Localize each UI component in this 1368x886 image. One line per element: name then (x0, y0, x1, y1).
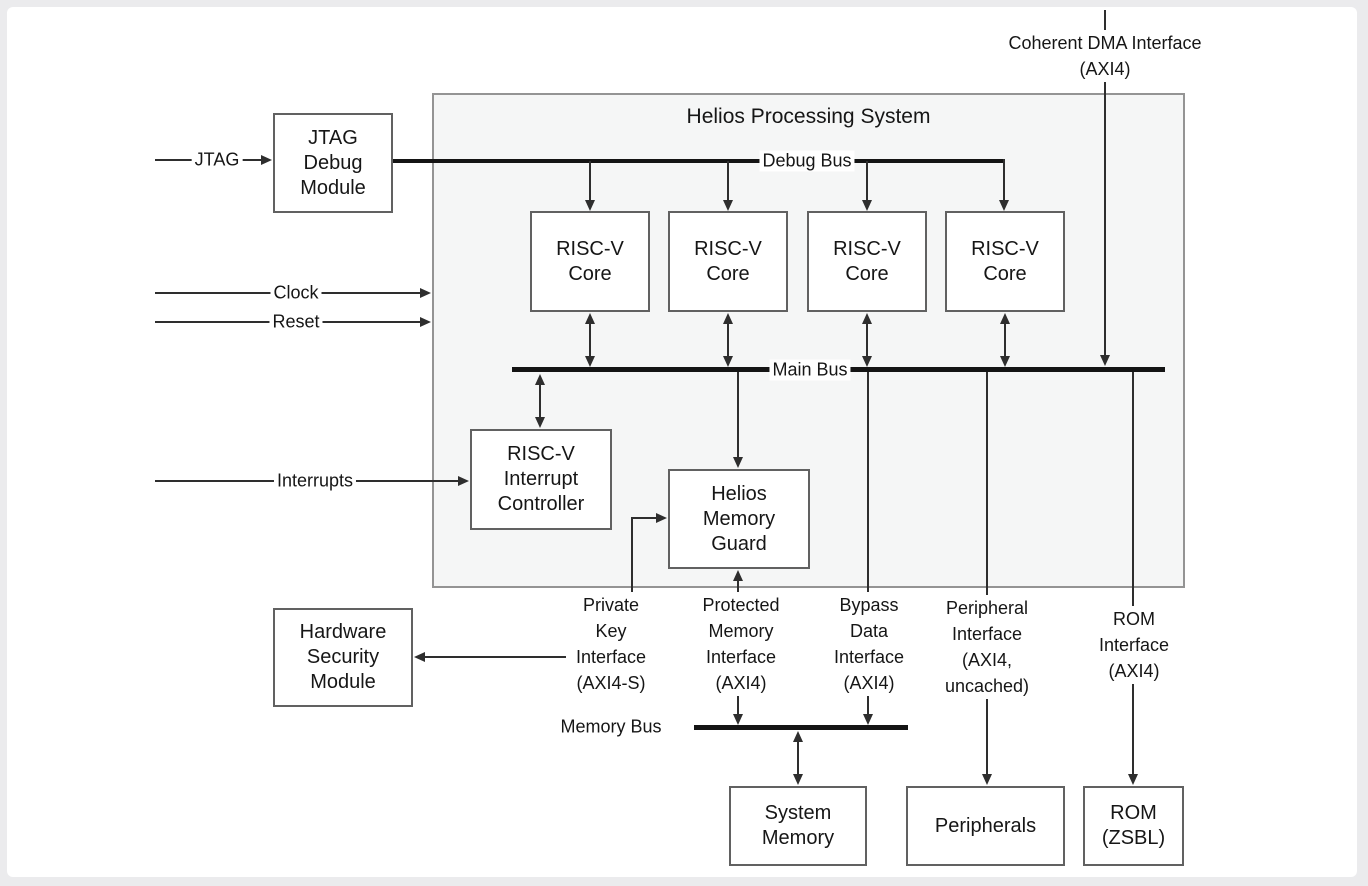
jtag-input-label: JTAG (191, 149, 243, 171)
jtag-arrowhead (261, 155, 272, 165)
core2-bus-link (727, 323, 729, 357)
private-key-line-horizontal (631, 517, 657, 519)
sysmem-bus-link (797, 741, 799, 775)
interrupts-arrowhead (458, 476, 469, 486)
debug-arrowhead-core2 (723, 200, 733, 211)
debug-bus-drop-core2 (727, 161, 729, 200)
bypass-data-arrowhead (863, 714, 873, 725)
protected-memory-arrow-down (733, 714, 743, 725)
bypass-data-interface-label: Bypass Data Interface (AXI4) (831, 592, 907, 696)
system-memory-box: System Memory (729, 786, 867, 866)
core3-bus-link (866, 323, 868, 357)
riscv-core-4-box: RISC-V Core (945, 211, 1065, 312)
bus-to-guard-arrowhead (733, 457, 743, 468)
debug-bus-line (393, 159, 1005, 163)
peripheral-interface-label: Peripheral Interface (AXI4, uncached) (942, 595, 1032, 699)
core1-bus-arrow-up (585, 313, 595, 324)
coherent-dma-arrowhead (1100, 355, 1110, 366)
core4-bus-link (1004, 323, 1006, 357)
protected-memory-interface-label: Protected Memory Interface (AXI4) (700, 592, 782, 696)
rom-interface-arrowhead (1128, 774, 1138, 785)
clock-input-label: Clock (270, 282, 322, 304)
hsm-link-line (424, 656, 566, 658)
debug-bus-label: Debug Bus (759, 150, 855, 172)
clock-arrowhead (420, 288, 431, 298)
coherent-dma-interface-label: Coherent DMA Interface (AXI4) (1006, 30, 1204, 82)
core3-bus-arrow-up (862, 313, 872, 324)
private-key-line-vertical (631, 517, 633, 597)
riscv-core-3-box: RISC-V Core (807, 211, 927, 312)
rom-interface-label: ROM Interface (AXI4) (1096, 606, 1172, 684)
reset-input-label: Reset (269, 311, 323, 333)
sysmem-bus-arrow-up (793, 731, 803, 742)
hardware-security-module-box: Hardware Security Module (273, 608, 413, 707)
jtag-debug-module-box: JTAG Debug Module (273, 113, 393, 213)
riscv-core-2-box: RISC-V Core (668, 211, 788, 312)
intc-bus-arrow-up (535, 374, 545, 385)
peripheral-interface-line (986, 372, 988, 775)
memory-bus-line (694, 725, 908, 730)
core4-bus-arrow-down (1000, 356, 1010, 367)
rom-interface-line (1132, 372, 1134, 775)
peripheral-interface-arrowhead (982, 774, 992, 785)
core3-bus-arrow-down (862, 356, 872, 367)
intc-bus-arrow-down (535, 417, 545, 428)
sysmem-bus-arrow-down (793, 774, 803, 785)
debug-bus-drop-core3 (866, 161, 868, 200)
memory-bus-label: Memory Bus (557, 716, 665, 738)
core4-bus-arrow-up (1000, 313, 1010, 324)
core2-bus-arrow-down (723, 356, 733, 367)
protected-memory-arrow-up (733, 570, 743, 581)
riscv-interrupt-controller-box: RISC-V Interrupt Controller (470, 429, 612, 530)
bus-to-guard-line (737, 372, 739, 458)
debug-bus-drop-core1 (589, 161, 591, 200)
hsm-arrowhead (414, 652, 425, 662)
private-key-arrowhead (656, 513, 667, 523)
reset-arrowhead (420, 317, 431, 327)
debug-arrowhead-core3 (862, 200, 872, 211)
debug-bus-drop-core4 (1003, 159, 1005, 200)
private-key-interface-label: Private Key Interface (AXI4-S) (573, 592, 649, 696)
intc-bus-link (539, 384, 541, 418)
riscv-core-1-box: RISC-V Core (530, 211, 650, 312)
interrupts-input-label: Interrupts (273, 470, 357, 492)
helios-memory-guard-box: Helios Memory Guard (668, 469, 810, 569)
peripherals-box: Peripherals (906, 786, 1065, 866)
core1-bus-arrow-down (585, 356, 595, 367)
bypass-data-line (867, 372, 869, 715)
core1-bus-link (589, 323, 591, 357)
debug-arrowhead-core1 (585, 200, 595, 211)
core2-bus-arrow-up (723, 313, 733, 324)
rom-zsbl-box: ROM (ZSBL) (1083, 786, 1184, 866)
main-bus-label: Main Bus (769, 359, 851, 381)
coherent-dma-line (1104, 10, 1106, 357)
debug-arrowhead-core4 (999, 200, 1009, 211)
helios-processing-system-title: Helios Processing System (686, 105, 931, 128)
